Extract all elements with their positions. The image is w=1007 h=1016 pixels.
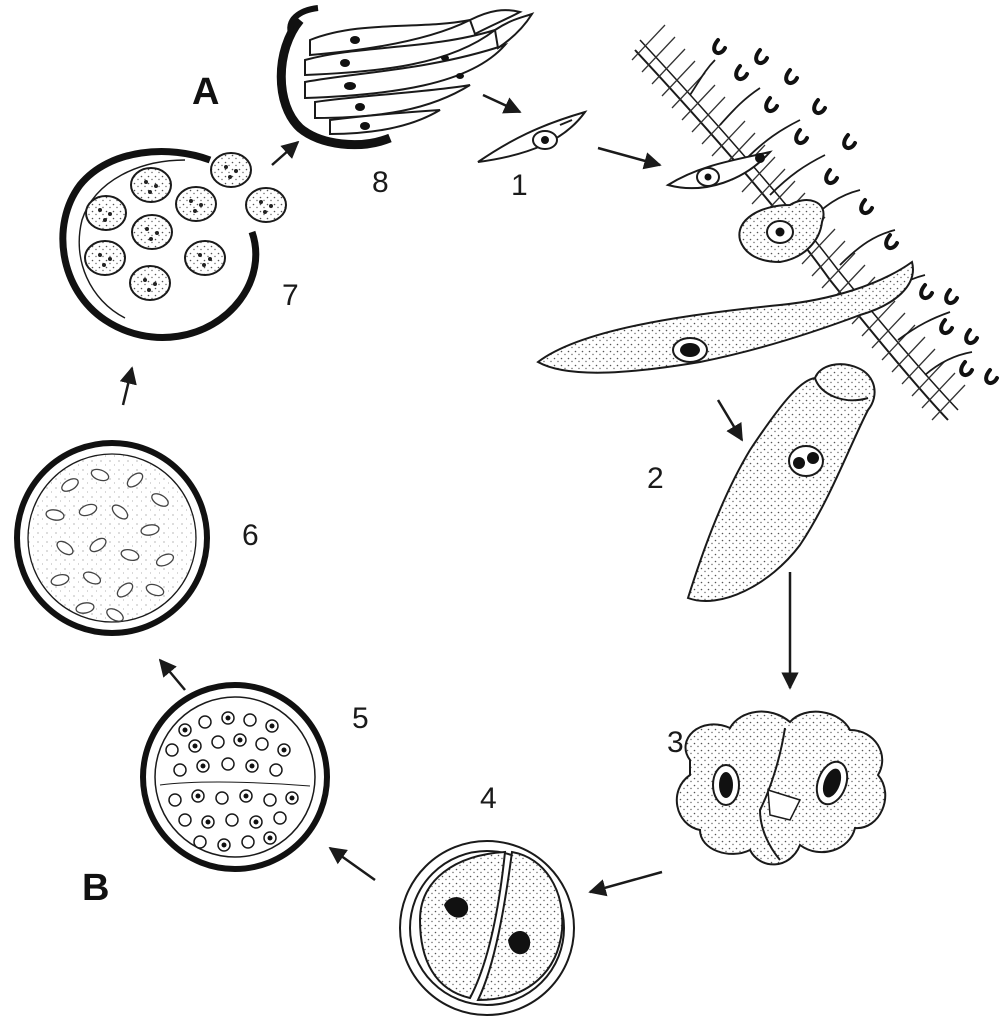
stage-5-gametes — [143, 685, 327, 869]
stage-label-8: 8 — [372, 166, 389, 199]
stage-label-6: 6 — [242, 519, 259, 552]
stage-2-gamonts — [538, 262, 913, 601]
stage-6-oocyst-formation — [17, 443, 207, 633]
stage-label-7: 7 — [282, 279, 299, 312]
arrow-epithelium-to-2 — [718, 400, 742, 440]
stage-4-gametocyst — [400, 841, 574, 1015]
oocyst-group — [85, 153, 286, 300]
arrow-8-to-1 — [483, 95, 520, 112]
stage-label-2: 2 — [647, 462, 664, 495]
sporozoite-entering-epithelium — [668, 152, 770, 188]
panel-label-b: B — [82, 867, 109, 909]
stage-label-5: 5 — [352, 702, 369, 735]
stage-3-syzygy — [677, 712, 885, 865]
arrow-6-to-7 — [123, 368, 132, 405]
arrow-1-to-epithelium — [598, 148, 660, 165]
stage-1-sporozoite — [478, 112, 585, 162]
stage-7-oocysts — [63, 152, 286, 338]
stage-label-4: 4 — [480, 782, 497, 815]
arrow-5-to-6 — [160, 660, 185, 690]
stage-8-sporozoites — [281, 8, 532, 145]
stage-label-3: 3 — [667, 726, 684, 759]
panel-label-a: A — [192, 71, 219, 113]
arrow-7-to-8 — [272, 142, 298, 165]
arrow-3-to-4 — [590, 872, 662, 892]
stage-label-1: 1 — [511, 169, 528, 202]
arrow-4-to-5 — [330, 848, 375, 880]
